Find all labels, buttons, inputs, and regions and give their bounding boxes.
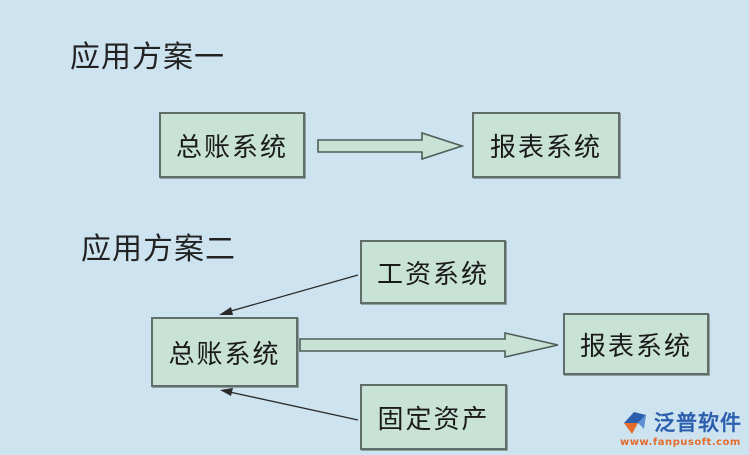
fanpu-logo-url: www.fanpusoft.com [620, 437, 741, 448]
fanpu-logo-name: 泛普软件 [654, 411, 742, 435]
fanpu-logo: 泛普软件 www.fanpusoft.com [618, 406, 746, 452]
scheme-two-title: 应用方案二 [81, 232, 236, 267]
scheme-two-fixed-assets-box: 固定资产 [360, 384, 507, 450]
payroll-to-ledger-arrow [223, 274, 359, 314]
scheme-two-report-box: 报表系统 [563, 313, 709, 375]
scheme-two-payroll-box: 工资系统 [360, 240, 506, 304]
scheme-two-ledger-box: 总账系统 [151, 317, 298, 387]
scheme-one-hollow-arrow [317, 131, 465, 161]
payroll-to-ledger-arrowhead [219, 307, 233, 315]
fixed-assets-to-ledger-arrowhead [220, 388, 233, 396]
fanpu-logo-icon [624, 412, 646, 434]
fixed-assets-to-ledger-arrow [224, 390, 359, 421]
scheme-one-ledger-box: 总账系统 [159, 112, 305, 178]
scheme-two-hollow-arrow [299, 331, 559, 359]
scheme-one-title: 应用方案一 [70, 40, 225, 75]
scheme-one-report-box: 报表系统 [472, 112, 620, 178]
